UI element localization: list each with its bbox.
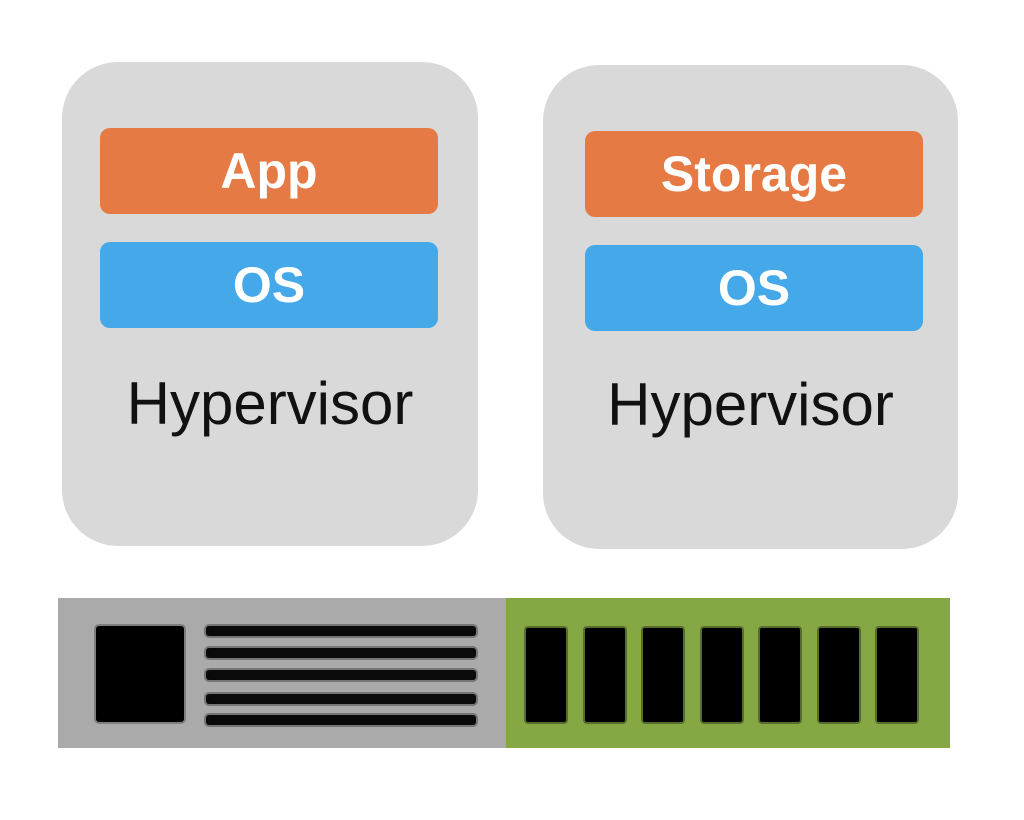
drive-bay-icon bbox=[584, 628, 625, 722]
vent-slot-icon bbox=[206, 715, 476, 725]
vent-slot-icon bbox=[206, 648, 476, 658]
server-storage-section bbox=[506, 598, 950, 748]
drive-bay-icon bbox=[760, 628, 800, 722]
hypervisor-label: Hypervisor bbox=[126, 370, 414, 437]
hypervisor-label: Hypervisor bbox=[607, 371, 894, 438]
vm-node-right: Storage OS Hypervisor bbox=[543, 65, 958, 549]
drive-bay-icon bbox=[643, 628, 683, 722]
vent-slot-icon bbox=[206, 670, 476, 680]
drive-bay-icon bbox=[526, 628, 566, 722]
vm-node-left: App OS Hypervisor bbox=[62, 62, 478, 546]
os-layer: OS bbox=[100, 242, 438, 328]
drive-bay-icon bbox=[877, 628, 917, 722]
drive-bay-icon bbox=[701, 628, 742, 722]
storage-layer: Storage bbox=[585, 131, 923, 217]
physical-server bbox=[58, 598, 950, 748]
app-layer: App bbox=[100, 128, 438, 214]
cpu-block-icon bbox=[96, 626, 184, 722]
drive-bay-icon bbox=[818, 628, 859, 722]
vent-slot-icon bbox=[206, 626, 476, 636]
server-compute-section bbox=[58, 598, 506, 748]
vent-slot-icon bbox=[206, 694, 476, 704]
os-layer: OS bbox=[585, 245, 923, 331]
